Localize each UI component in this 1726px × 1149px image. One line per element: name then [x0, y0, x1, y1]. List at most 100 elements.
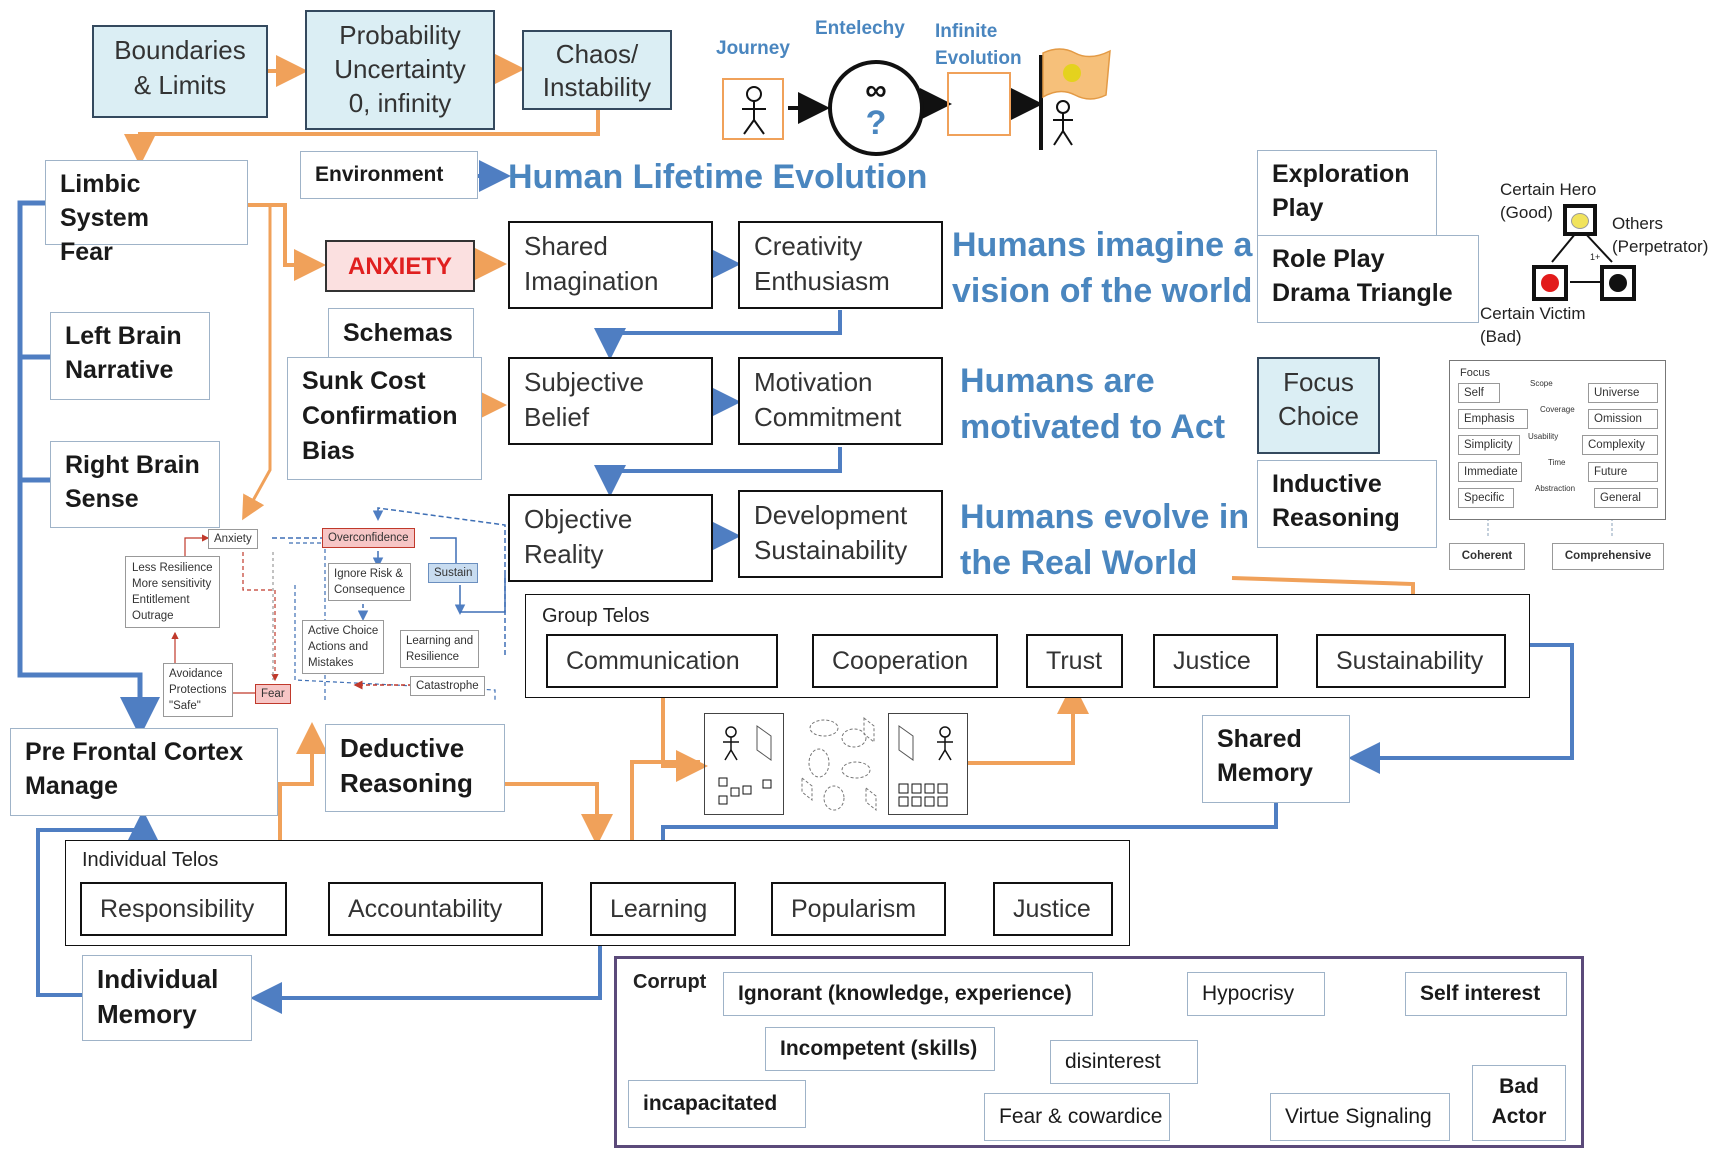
cycle-less-resilience: Less Resilience More sensitivity Entitle…	[125, 556, 220, 628]
corrupt-bad-actor: Bad Actor	[1472, 1065, 1566, 1141]
focus-diagram-title: Focus	[1460, 367, 1490, 379]
corrupt-incompetent: Incompetent (skills)	[765, 1027, 995, 1071]
infinite-evolution-box	[947, 72, 1011, 136]
shared-memory-box: Shared Memory	[1202, 715, 1350, 803]
individual-telos-justice: Justice	[993, 882, 1113, 936]
cycle-fear: Fear	[255, 684, 291, 704]
corrupt-incapacitated: incapacitated	[628, 1080, 806, 1128]
focus-right-2: Complexity	[1582, 435, 1658, 455]
stick-figure-icon	[742, 86, 766, 135]
deductive-reasoning-box: Deductive Reasoning	[325, 724, 505, 812]
focus-mid-1: Coverage	[1540, 405, 1575, 414]
corrupt-ignorant: Ignorant (knowledge, experience)	[723, 972, 1093, 1016]
group-telos-title: Group Telos	[542, 605, 650, 627]
order-illustration-right	[888, 713, 968, 815]
focus-right-4: General	[1594, 488, 1658, 508]
focus-right-3: Future	[1588, 462, 1658, 482]
focus-left-3: Immediate	[1458, 462, 1522, 482]
development-box: Development Sustainability	[738, 490, 943, 578]
headline-lifetime: Human Lifetime Evolution	[508, 158, 928, 196]
focus-left-1: Emphasis	[1458, 409, 1528, 429]
objective-reality-box: Objective Reality	[508, 494, 713, 582]
role-play-box: Role Play Drama Triangle	[1257, 235, 1479, 323]
journey-label: Journey	[716, 38, 790, 59]
focus-right-1: Omission	[1588, 409, 1658, 429]
limbic-system-box: Limbic System Fear	[45, 160, 248, 266]
corrupt-virtue-signaling: Virtue Signaling	[1270, 1093, 1450, 1141]
infinite-evolution-label: Infinite Evolution	[935, 21, 1022, 69]
drama-others-label: Others (Perpetrator)	[1612, 214, 1709, 256]
entelechy-circle: ∞ ?	[828, 60, 924, 156]
comprehensive-box: Comprehensive	[1552, 543, 1664, 570]
exploration-play-box: Exploration Play	[1257, 150, 1437, 236]
focus-left-0: Self	[1458, 383, 1500, 403]
individual-memory-box: Individual Memory	[82, 955, 252, 1041]
headline-imagine: Humans imagine a vision of the world	[952, 226, 1253, 310]
focus-mid-2: Usability	[1528, 432, 1559, 441]
creativity-box: Creativity Enthusiasm	[738, 221, 943, 309]
drama-hero-label: Certain Hero (Good)	[1500, 180, 1597, 222]
stick-figure-icon	[718, 725, 772, 805]
group-telos-trust: Trust	[1026, 634, 1123, 688]
corrupt-hypocrisy: Hypocrisy	[1187, 972, 1325, 1016]
stick-figure-icon	[898, 725, 953, 807]
question-mark: ?	[865, 104, 887, 142]
motivation-box: Motivation Commitment	[738, 357, 943, 445]
boundaries-limits-box: Boundaries & Limits	[92, 25, 268, 118]
cycle-learning-resilience: Learning and Resilience	[400, 630, 480, 668]
swirl-illustration	[801, 716, 877, 812]
drama-victim-label: Certain Victim (Bad)	[1480, 304, 1586, 346]
corrupt-fear-cowardice: Fear & cowardice	[984, 1093, 1170, 1141]
chaos-illustration-left	[704, 713, 784, 815]
focus-mid-3: Time	[1548, 458, 1566, 467]
cycle-overconfidence: Overconfidence	[322, 528, 415, 548]
focus-mid-4: Abstraction	[1535, 484, 1576, 493]
headline-evolve: Humans evolve in the Real World	[960, 498, 1250, 582]
focus-mid-0: Scope	[1530, 379, 1553, 388]
group-telos-sustainability: Sustainability	[1316, 634, 1506, 688]
infinity-symbol: ∞	[865, 74, 887, 107]
victim-node	[1532, 265, 1568, 301]
journey-start-box	[722, 78, 784, 140]
environment-box: Environment	[300, 151, 478, 199]
group-telos-cooperation: Cooperation	[812, 634, 998, 688]
others-node	[1600, 265, 1636, 301]
schemas-box: Schemas	[328, 308, 474, 358]
corrupt-disinterest: disinterest	[1050, 1040, 1198, 1084]
inductive-reasoning-box: Inductive Reasoning	[1257, 460, 1437, 548]
chaos-box: Chaos/ Instability	[522, 30, 672, 110]
sunk-cost-box: Sunk Cost Confirmation Bias	[287, 357, 482, 480]
corrupt-self-interest: Self interest	[1405, 972, 1567, 1016]
focus-choice-box: Focus Choice	[1257, 357, 1380, 454]
focus-right-0: Universe	[1588, 383, 1658, 403]
prefrontal-cortex-box: Pre Frontal Cortex Manage	[10, 728, 278, 816]
left-brain-box: Left Brain Narrative	[50, 312, 210, 400]
hero-node	[1563, 204, 1597, 236]
individual-telos-learning: Learning	[590, 882, 736, 936]
cycle-avoidance: Avoidance Protections "Safe"	[163, 663, 233, 717]
probability-box: Probability Uncertainty 0, infinity	[305, 10, 495, 130]
entelechy-label: Entelechy	[815, 18, 905, 39]
group-telos-justice: Justice	[1153, 634, 1278, 688]
focus-left-4: Specific	[1458, 488, 1514, 508]
right-brain-box: Right Brain Sense	[50, 441, 220, 528]
subjective-belief-box: Subjective Belief	[508, 357, 713, 445]
flag-icon	[1042, 48, 1111, 146]
headline-motivated: Humans are motivated to Act	[960, 362, 1226, 446]
cycle-active-choice: Active Choice Actions and Mistakes	[302, 620, 385, 674]
drama-count-label: 1+	[1590, 252, 1601, 262]
coherent-box: Coherent	[1449, 543, 1525, 570]
corrupt-title: Corrupt	[633, 971, 707, 993]
focus-left-2: Simplicity	[1458, 435, 1520, 455]
shared-imagination-box: Shared Imagination	[508, 221, 713, 309]
individual-telos-popularism: Popularism	[771, 882, 946, 936]
cycle-catastrophe: Catastrophe	[410, 676, 485, 696]
individual-telos-accountability: Accountability	[328, 882, 543, 936]
cycle-anxiety: Anxiety	[208, 529, 258, 549]
group-telos-communication: Communication	[546, 634, 778, 688]
cycle-sustain: Sustain	[428, 563, 479, 583]
anxiety-box: ANXIETY	[325, 240, 475, 292]
individual-telos-title: Individual Telos	[82, 849, 219, 871]
cycle-ignore-risk: Ignore Risk & Consequence	[328, 563, 411, 601]
individual-telos-responsibility: Responsibility	[80, 882, 287, 936]
